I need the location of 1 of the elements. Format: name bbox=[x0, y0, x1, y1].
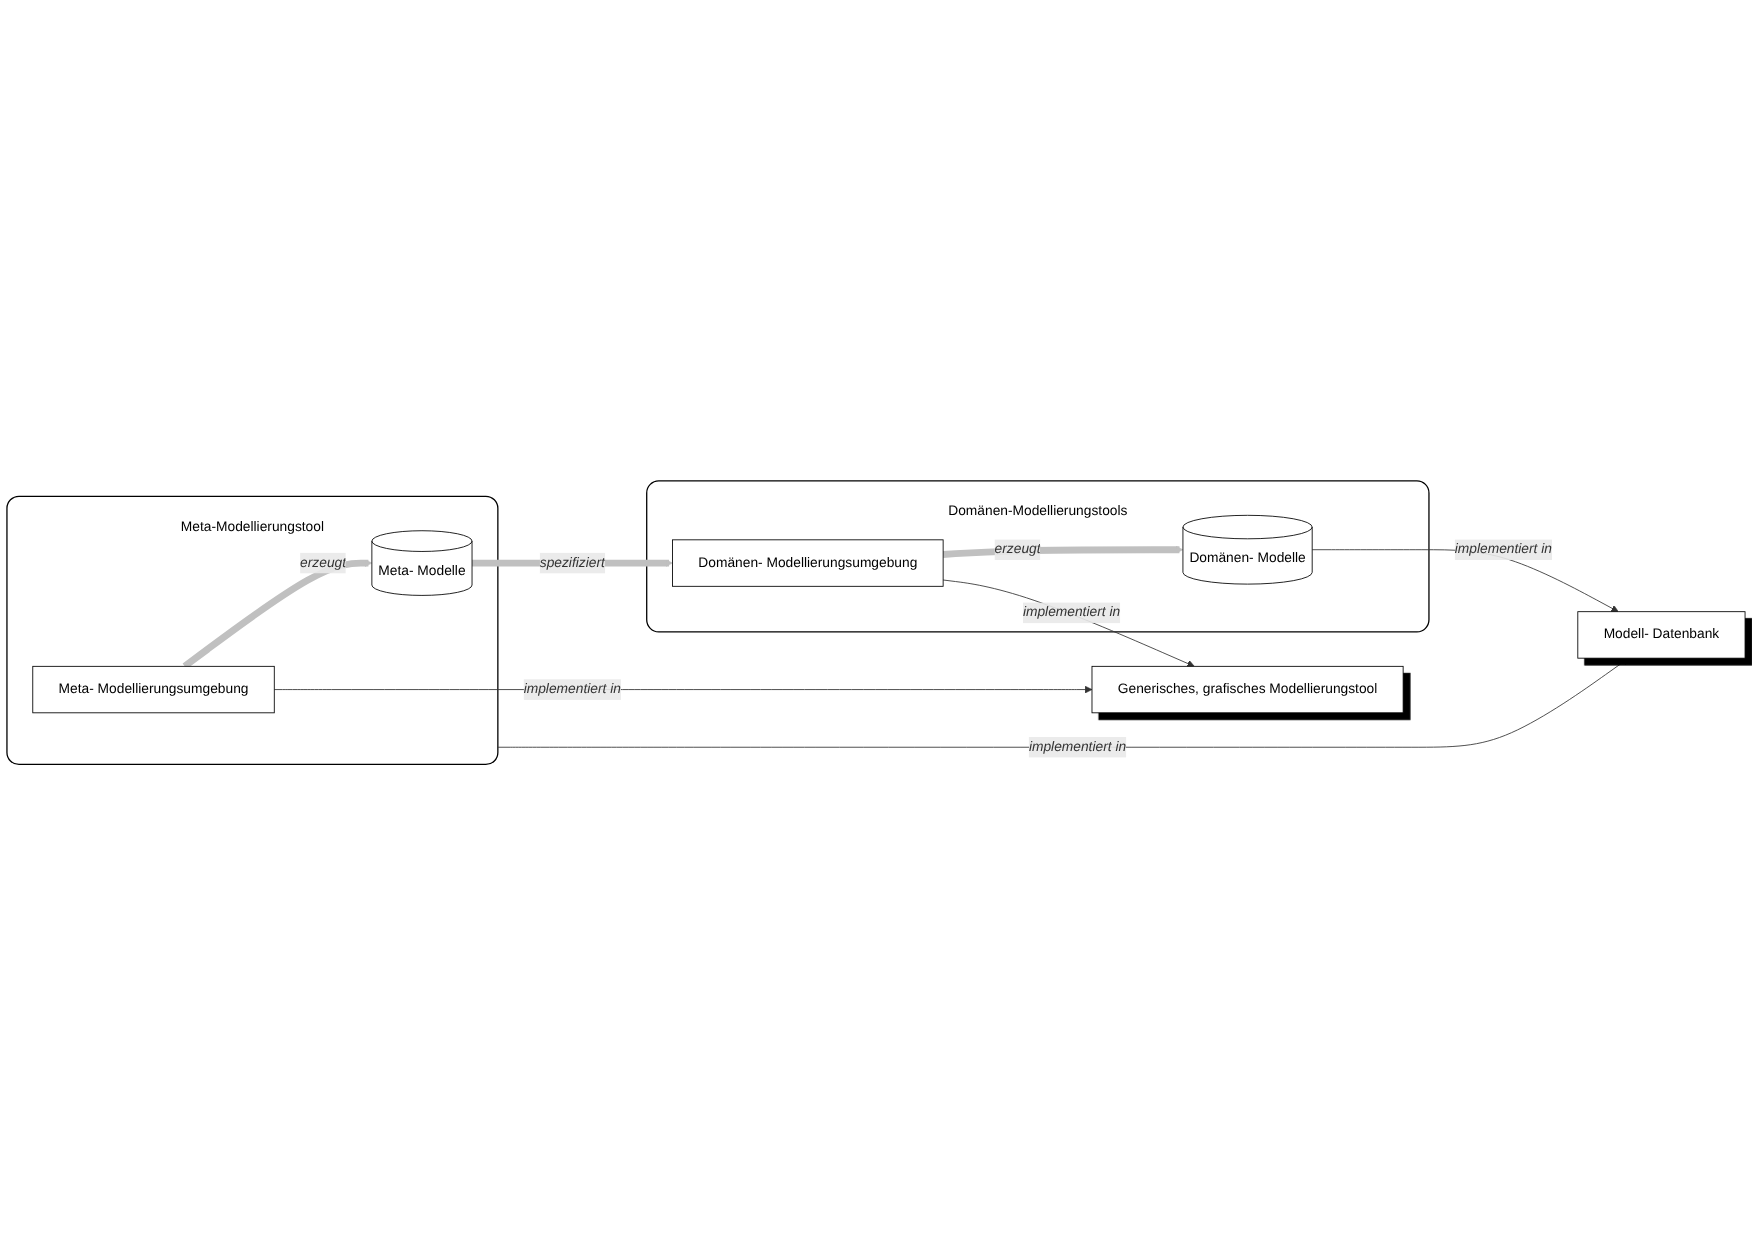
arrow bbox=[182, 559, 373, 670]
